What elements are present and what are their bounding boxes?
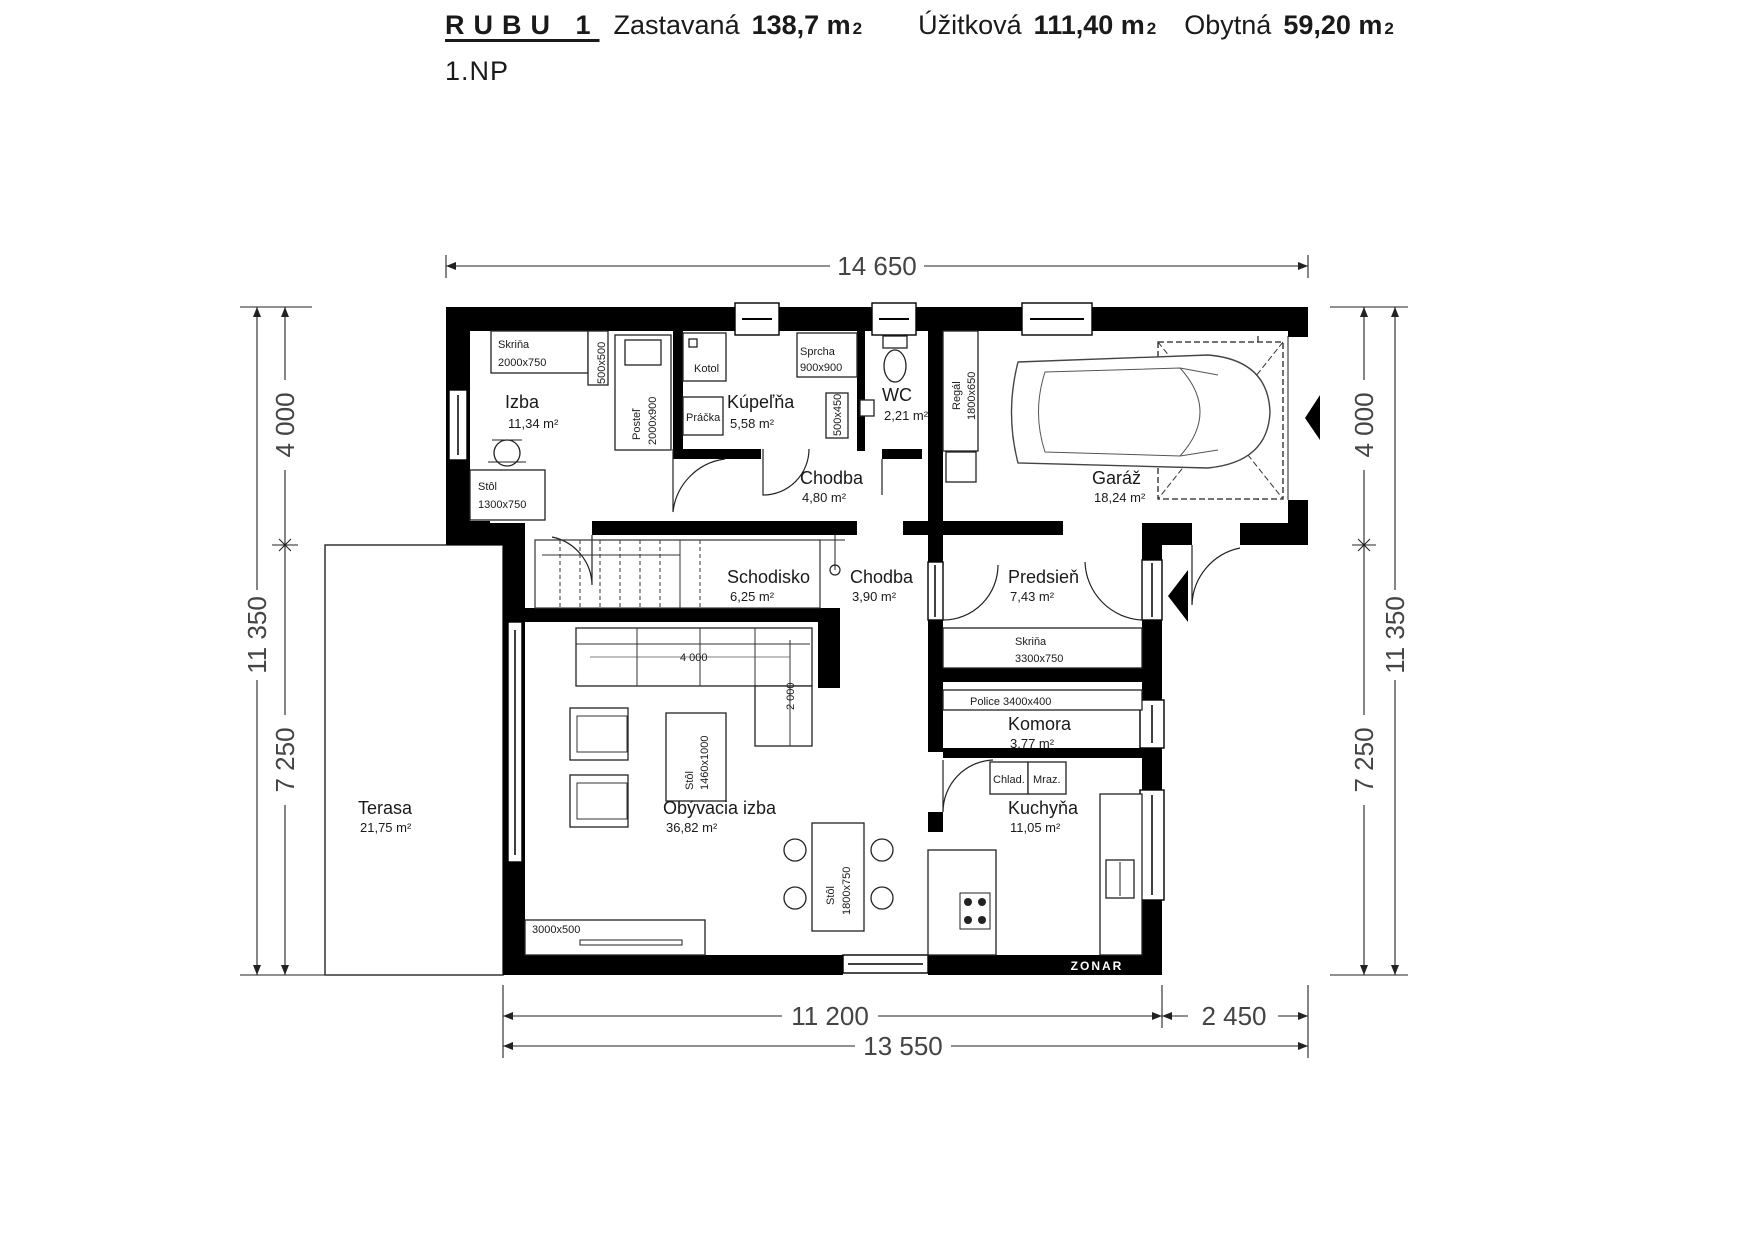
zastavana-sup: 2 (852, 19, 863, 38)
garaz-furniture: Regál 1800x650 (942, 330, 1284, 500)
room-area-garaz: 18,24 m² (1094, 490, 1146, 505)
stol-jedal-label: Stôl (825, 886, 837, 905)
police-label: Police 3400x400 (970, 696, 1051, 708)
komora-furniture: Police 3400x400 (942, 689, 1143, 711)
stol-izba-label: Stôl (478, 481, 497, 493)
skrina-predsien-label: Skriňa (1015, 636, 1047, 648)
room-name-chodba2: Chodba (850, 567, 914, 587)
car-icon (1010, 354, 1271, 469)
dim-bottom-main: 11 200 (791, 1001, 869, 1031)
schodisko-stairs (534, 535, 845, 609)
stol-jedal-size: 1800x750 (841, 867, 853, 915)
room-name-predsien: Predsieň (1008, 567, 1079, 587)
room-area-wc: 2,21 m² (884, 408, 929, 423)
room-name-kuchyna: Kuchyňa (1008, 798, 1079, 818)
zastavana-value: 138,7 m (751, 10, 851, 40)
room-name-kupelna: Kúpeľňa (727, 392, 795, 412)
regal-label: Regál (951, 381, 963, 410)
dim-bottom-garage: 2 450 (1201, 1001, 1266, 1031)
room-name-wc: WC (882, 385, 912, 405)
sedacka-dim2: 2 000 (785, 682, 797, 710)
postel-size: 2000x900 (647, 397, 659, 445)
model-name: RUBU 1 (445, 10, 600, 40)
room-name-terasa: Terasa (358, 798, 413, 818)
logo-text: ZONAR (1071, 959, 1124, 973)
room-area-kuchyna: 11,05 m² (1010, 820, 1061, 835)
dim-left-total: 11 350 (242, 596, 272, 674)
windows (448, 302, 1165, 974)
skrina-izba-size: 2000x750 (498, 357, 546, 369)
obytna-value: 59,20 m (1283, 10, 1383, 40)
dim-left-upper: 4 000 (270, 392, 300, 457)
kotol-label: Kotol (694, 363, 719, 375)
room-area-komora: 3,77 m² (1010, 736, 1055, 751)
dim-left-lower: 7 250 (270, 727, 300, 792)
room-area-chodba2: 3,90 m² (852, 589, 897, 604)
room-area-predsien: 7,43 m² (1010, 589, 1055, 604)
dim-right-lower: 7 250 (1349, 727, 1379, 792)
umyvadlo-label: 500x450 (832, 394, 844, 436)
floor-label: 1.NP (445, 56, 510, 86)
room-name-izba: Izba (505, 392, 540, 412)
regal-size: 1800x650 (966, 372, 978, 420)
skrina-izba-label: Skriňa (498, 339, 530, 351)
terrace (324, 544, 504, 976)
room-name-komora: Komora (1008, 714, 1072, 734)
kupelna-furniture: Kotol Práčka Sprcha 900x900 500x450 (682, 332, 875, 439)
obytna-label: Obytná (1184, 10, 1272, 40)
obyvacia-furniture: 4 000 2 000 Stôl 1460x1000 Stôl 1800x750… (524, 627, 894, 956)
room-area-obyvacia: 36,82 m² (666, 820, 718, 835)
stol-obyv-label: Stôl (684, 771, 696, 790)
room-area-kupelna: 5,58 m² (730, 416, 775, 431)
nocny-stolik-label: 500x500 (596, 342, 608, 384)
zonar-logo: ZONAR (1060, 957, 1134, 973)
tv-unit-label: 3000x500 (532, 924, 580, 936)
mraznicka-label: Mraz. (1033, 774, 1061, 786)
dim-bottom-total: 13 550 (863, 1031, 943, 1061)
room-name-chodba1: Chodba (800, 468, 864, 488)
sedacka-dim1: 4 000 (680, 652, 708, 664)
dim-right-upper: 4 000 (1349, 392, 1379, 457)
entrance-marker-main (1168, 570, 1188, 622)
dim-top-total: 14 650 (837, 251, 917, 281)
room-area-izba: 11,34 m² (508, 416, 559, 431)
stol-obyv-size: 1460x1000 (699, 736, 711, 790)
pracka-label: Práčka (686, 412, 721, 424)
room-name-schodisko: Schodisko (727, 567, 810, 587)
entrance-marker-garage (1305, 395, 1320, 440)
obytna-sup: 2 (1384, 19, 1394, 38)
zastavana-label: Zastavaná (613, 10, 740, 40)
stol-izba-size: 1300x750 (478, 499, 526, 511)
dim-right-total: 11 350 (1380, 596, 1410, 674)
uzitkova-value: 111,40 m (1033, 10, 1145, 40)
kuchyna-furniture: Chlad. Mraz. (927, 761, 1143, 956)
izba-furniture: Skriňa 2000x750 500x500 Posteľ 2000x900 … (469, 330, 672, 521)
room-name-obyvacia: Obývacia izba (663, 798, 777, 818)
wc-furniture (882, 335, 908, 383)
room-area-terasa: 21,75 m² (360, 820, 412, 835)
room-area-chodba1: 4,80 m² (802, 490, 847, 505)
sprcha-size: 900x900 (800, 362, 842, 374)
chladnicka-label: Chlad. (993, 774, 1025, 786)
skrina-predsien-size: 3300x750 (1015, 653, 1063, 665)
uzitkova-label: Úžitková (918, 10, 1022, 40)
uzitkova-sup: 2 (1146, 19, 1157, 38)
predsien-furniture: Skriňa 3300x750 (942, 627, 1143, 669)
postel-label: Posteľ (631, 408, 643, 440)
room-name-garaz: Garáž (1092, 468, 1141, 488)
sprcha-label: Sprcha (800, 346, 836, 358)
room-area-schodisko: 6,25 m² (730, 589, 775, 604)
